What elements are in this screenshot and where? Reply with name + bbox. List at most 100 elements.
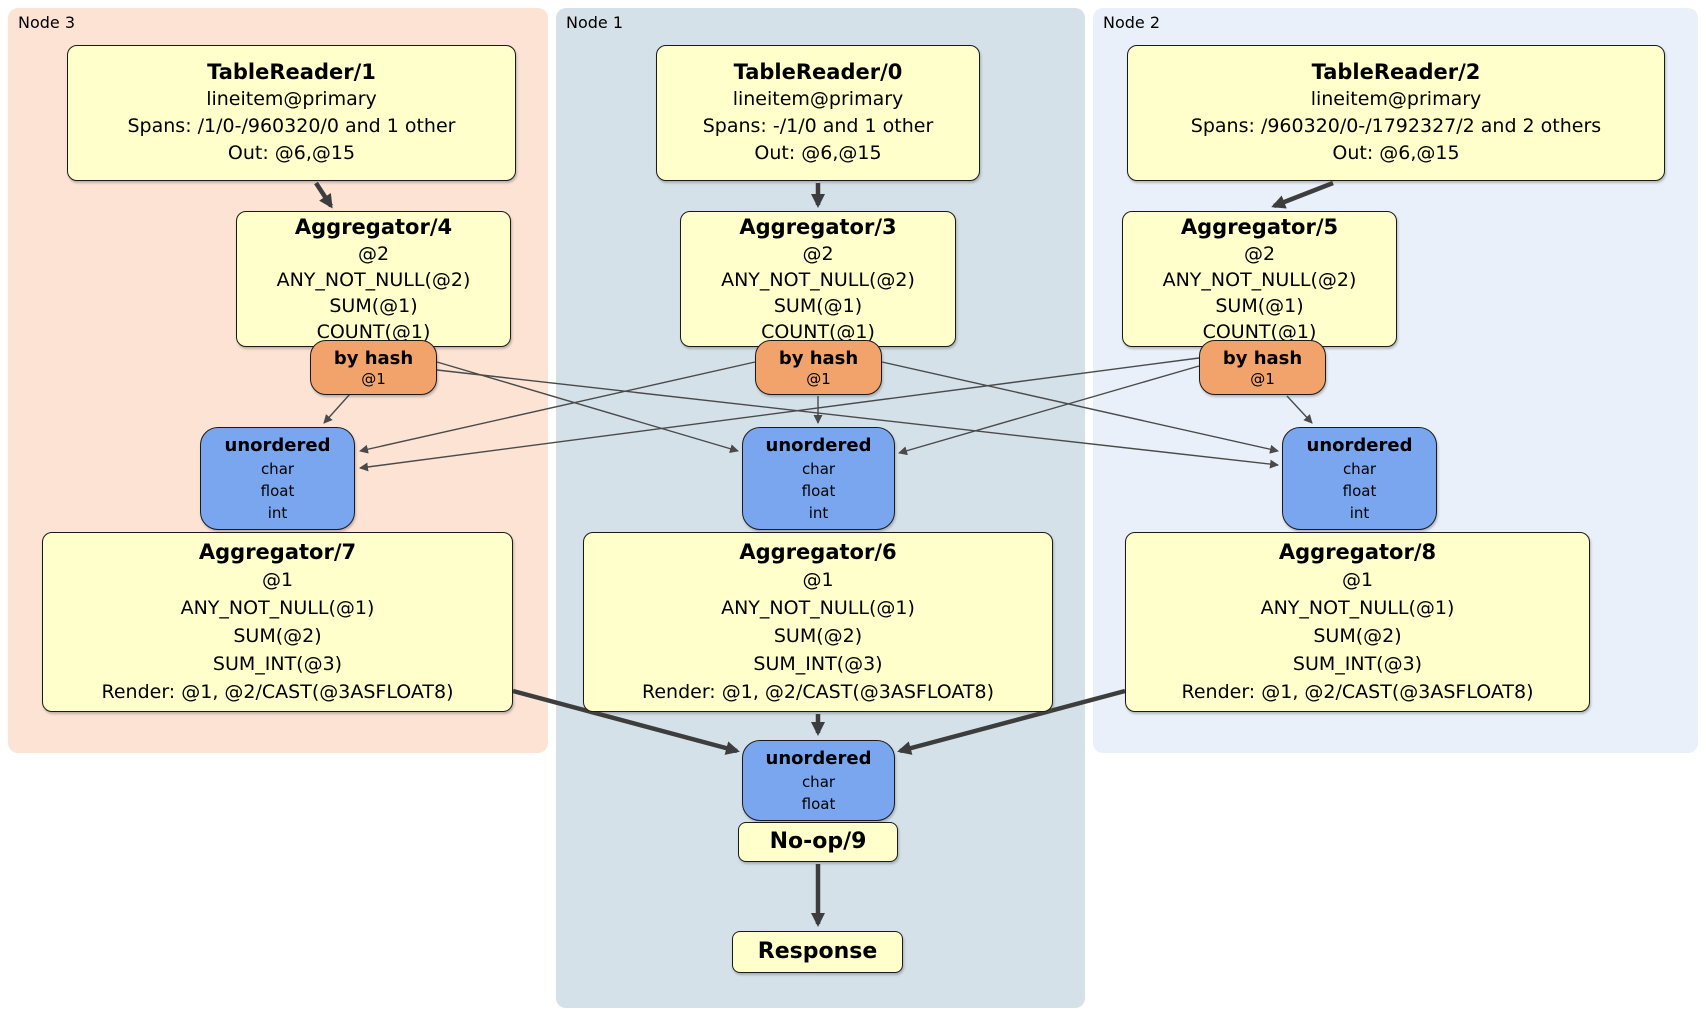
aggregator-8-render: Render: @1, @2/CAST(@3ASFLOAT8)	[1181, 680, 1534, 703]
unordered-sync-final: unordered char float	[742, 740, 895, 821]
tablereader-1-title: TableReader/1	[207, 60, 376, 84]
sync-node1-col2: float	[801, 482, 836, 500]
unordered-sync-node2: unordered char float int	[1282, 427, 1437, 530]
node2-label: Node 2	[1103, 13, 1161, 32]
aggregator-6-fn3: SUM_INT(@3)	[753, 652, 883, 675]
aggregator-5-title: Aggregator/5	[1180, 214, 1339, 239]
aggregator-7-fn3: SUM_INT(@3)	[212, 652, 343, 675]
tablereader-1-box: TableReader/1 lineitem@primary Spans: /1…	[67, 45, 516, 181]
tablereader-2-index: lineitem@primary	[1310, 88, 1482, 110]
hash-router-node1: by hash @1	[755, 340, 882, 395]
aggregator-3-title: Aggregator/3	[739, 214, 897, 239]
tablereader-2-title: TableReader/2	[1311, 60, 1481, 84]
aggregator-7-group: @1	[261, 568, 294, 591]
sync-final-col2: float	[801, 795, 836, 813]
tablereader-0-title: TableReader/0	[733, 60, 903, 84]
aggregator-5-group: @2	[1243, 242, 1276, 265]
aggregator-4-box: Aggregator/4 @2 ANY_NOT_NULL(@2) SUM(@1)…	[236, 211, 511, 347]
aggregator-8-fn3: SUM_INT(@3)	[1292, 652, 1423, 675]
aggregator-3-box: Aggregator/3 @2 ANY_NOT_NULL(@2) SUM(@1)…	[680, 211, 956, 347]
edge-hash2-sync1	[898, 365, 1200, 456]
sync-node2-col3: int	[1349, 504, 1370, 522]
aggregator-5-fn2: SUM(@1)	[1215, 294, 1304, 317]
hash-router-node2-title: by hash	[1222, 347, 1303, 369]
aggregator-8-group: @1	[1341, 568, 1374, 591]
aggregator-7-fn1: ANY_NOT_NULL(@1)	[180, 596, 375, 619]
aggregator-4-group: @2	[357, 242, 390, 265]
aggregator-6-fn1: ANY_NOT_NULL(@1)	[721, 596, 915, 619]
tablereader-2-spans: Spans: /960320/0-/1792327/2 and 2 others	[1190, 115, 1602, 137]
aggregator-6-title: Aggregator/6	[739, 539, 897, 564]
edge-hash3-sync2	[436, 369, 1279, 469]
sync-final-col1: char	[801, 773, 836, 791]
unordered-sync-final-title: unordered	[765, 748, 872, 769]
hash-router-node3-title: by hash	[333, 347, 414, 369]
aggregator-3-group: @2	[802, 242, 834, 265]
edge-tr1-agg4	[314, 181, 333, 209]
edge-hash2-sync2	[1286, 395, 1313, 424]
edge-hash3-sync1	[436, 361, 739, 454]
aggregator-7-title: Aggregator/7	[198, 539, 357, 564]
aggregator-6-box: Aggregator/6 @1 ANY_NOT_NULL(@1) SUM(@2)…	[583, 532, 1053, 712]
aggregator-4-fn3: COUNT(@1)	[316, 320, 431, 343]
aggregator-6-fn2: SUM(@2)	[773, 624, 863, 647]
tablereader-1-index: lineitem@primary	[206, 88, 377, 110]
tablereader-0-spans: Spans: -/1/0 and 1 other	[702, 115, 934, 137]
hash-router-node1-title: by hash	[778, 347, 859, 369]
hash-router-node1-key: @1	[806, 369, 831, 388]
aggregator-5-fn1: ANY_NOT_NULL(@2)	[1162, 268, 1357, 291]
aggregator-5-fn3: COUNT(@1)	[1202, 320, 1317, 343]
tablereader-2-out: Out: @6,@15	[1332, 142, 1460, 164]
sync-node3-col2: float	[260, 482, 295, 500]
aggregator-6-group: @1	[802, 568, 834, 591]
aggregator-8-fn1: ANY_NOT_NULL(@1)	[1260, 596, 1455, 619]
unordered-sync-node3: unordered char float int	[200, 427, 355, 530]
aggregator-3-fn2: SUM(@1)	[773, 294, 863, 317]
unordered-sync-node2-title: unordered	[1306, 435, 1413, 456]
tablereader-0-out: Out: @6,@15	[754, 142, 882, 164]
node3-label: Node 3	[18, 13, 76, 32]
tablereader-2-box: TableReader/2 lineitem@primary Spans: /9…	[1127, 45, 1665, 181]
edge-agg7-syncfinal	[512, 688, 740, 755]
hash-router-node2-key: @1	[1250, 369, 1275, 388]
aggregator-4-fn1: ANY_NOT_NULL(@2)	[276, 268, 471, 291]
edge-hash2-sync3	[359, 357, 1200, 472]
aggregator-8-title: Aggregator/8	[1278, 539, 1437, 564]
aggregator-3-fn1: ANY_NOT_NULL(@2)	[721, 268, 915, 291]
edge-hash1-sync2	[881, 361, 1279, 454]
unordered-sync-node1-title: unordered	[765, 435, 872, 456]
aggregator-5-box: Aggregator/5 @2 ANY_NOT_NULL(@2) SUM(@1)…	[1122, 211, 1397, 347]
sync-node1-col3: int	[808, 504, 829, 522]
aggregator-4-title: Aggregator/4	[294, 214, 453, 239]
unordered-sync-node3-title: unordered	[224, 435, 331, 456]
aggregator-7-box: Aggregator/7 @1 ANY_NOT_NULL(@1) SUM(@2)…	[42, 532, 513, 712]
noop-box: No-op/9	[738, 822, 898, 862]
tablereader-1-spans: Spans: /1/0-/960320/0 and 1 other	[127, 115, 456, 137]
edge-agg8-syncfinal	[897, 688, 1126, 755]
aggregator-8-box: Aggregator/8 @1 ANY_NOT_NULL(@1) SUM(@2)…	[1125, 532, 1590, 712]
sync-node3-col3: int	[267, 504, 288, 522]
tablereader-0-index: lineitem@primary	[732, 88, 904, 110]
aggregator-7-render: Render: @1, @2/CAST(@3ASFLOAT8)	[101, 680, 454, 703]
aggregator-4-fn2: SUM(@1)	[329, 294, 418, 317]
sync-node2-col2: float	[1342, 482, 1377, 500]
aggregator-8-fn2: SUM(@2)	[1313, 624, 1402, 647]
response-title: Response	[757, 939, 878, 964]
tablereader-0-box: TableReader/0 lineitem@primary Spans: -/…	[656, 45, 980, 181]
sync-node3-col1: char	[260, 460, 295, 478]
hash-router-node3: by hash @1	[310, 340, 437, 395]
aggregator-6-render: Render: @1, @2/CAST(@3ASFLOAT8)	[642, 680, 994, 703]
response-box: Response	[732, 931, 903, 973]
tablereader-1-out: Out: @6,@15	[227, 142, 356, 164]
hash-router-node2: by hash @1	[1199, 340, 1326, 395]
aggregator-7-fn2: SUM(@2)	[233, 624, 322, 647]
edge-tr2-agg5	[1271, 180, 1334, 209]
sync-node1-col1: char	[801, 460, 836, 478]
edge-hash1-sync3	[359, 361, 756, 454]
noop-title: No-op/9	[769, 829, 867, 854]
hash-router-node3-key: @1	[361, 369, 386, 388]
edge-hash3-sync3	[323, 393, 351, 424]
sync-node2-col1: char	[1342, 460, 1377, 478]
